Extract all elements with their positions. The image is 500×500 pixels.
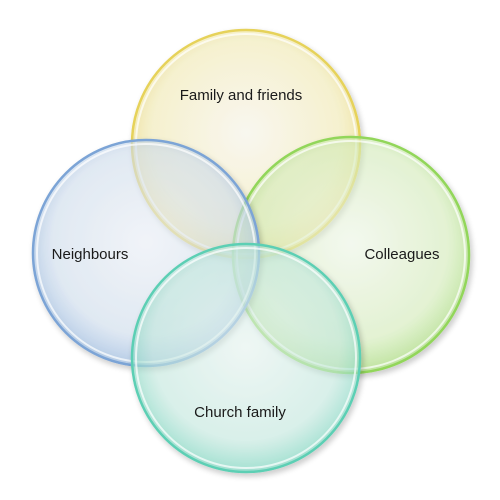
circle-church-family (130, 242, 362, 474)
label-neighbours: Neighbours (52, 246, 129, 263)
label-family-and-friends: Family and friends (180, 87, 303, 104)
label-colleagues: Colleagues (364, 246, 439, 263)
label-church-family: Church family (194, 404, 286, 421)
